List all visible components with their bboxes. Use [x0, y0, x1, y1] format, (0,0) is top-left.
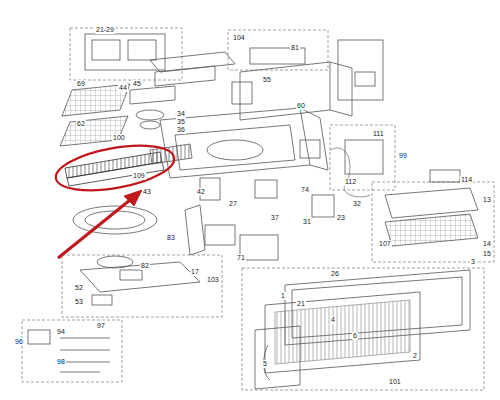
callout-number: 112	[344, 178, 357, 186]
callout-number: 69	[76, 80, 86, 88]
callout-number: 31	[302, 218, 312, 226]
callout-number: 45	[132, 80, 142, 88]
callout-number: 35	[176, 118, 186, 126]
callout-number: 107	[378, 240, 392, 248]
callout-number: 99	[398, 152, 408, 160]
callout-number: 55	[262, 76, 272, 84]
callout-number: 34	[176, 110, 186, 118]
callout-number: 5	[262, 360, 268, 368]
callout-number: 26	[330, 270, 340, 278]
callout-number: 3	[470, 258, 476, 266]
callout-number: 14	[482, 240, 492, 248]
callout-number: 83	[166, 234, 176, 242]
callout-number: 109	[132, 172, 146, 180]
callout-number: 42	[196, 188, 206, 196]
callout-number: 82	[140, 262, 150, 270]
callout-number: 37	[270, 214, 280, 222]
callout-number: 6	[352, 332, 358, 340]
callout-number: 21-29	[95, 26, 115, 34]
callout-number: 97	[96, 322, 106, 330]
callout-number: 4	[330, 316, 336, 324]
callout-number: 60	[296, 102, 306, 110]
callout-number: 81	[290, 44, 300, 52]
callout-number: 44	[118, 84, 128, 92]
callout-number: 52	[74, 284, 84, 292]
callout-number: 2	[412, 352, 418, 360]
callout-number: 114	[460, 176, 473, 184]
callout-number: 98	[56, 358, 66, 366]
callout-number: 96	[14, 338, 24, 346]
callout-number: 101	[388, 378, 402, 386]
callout-number: 74	[300, 186, 310, 194]
callout-number: 103	[206, 276, 220, 284]
callout-number: 15	[482, 250, 492, 258]
callout-number: 71	[236, 254, 246, 262]
callout-number: 100	[112, 134, 126, 142]
callout-number: 21	[296, 300, 306, 308]
callout-number: 104	[232, 34, 246, 42]
callout-number: 23	[336, 214, 346, 222]
callout-number: 27	[228, 200, 238, 208]
callout-number: 36	[176, 126, 186, 134]
callout-number: 32	[352, 200, 362, 208]
callout-number: 53	[74, 298, 84, 306]
callout-number: 111	[372, 130, 385, 138]
callout-number: 17	[190, 268, 200, 276]
callout-number: 62	[76, 120, 86, 128]
callout-number: 13	[482, 196, 492, 204]
callout-number: 43	[142, 188, 152, 196]
callout-number: 94	[56, 328, 66, 336]
callout-number: 1	[280, 292, 286, 300]
